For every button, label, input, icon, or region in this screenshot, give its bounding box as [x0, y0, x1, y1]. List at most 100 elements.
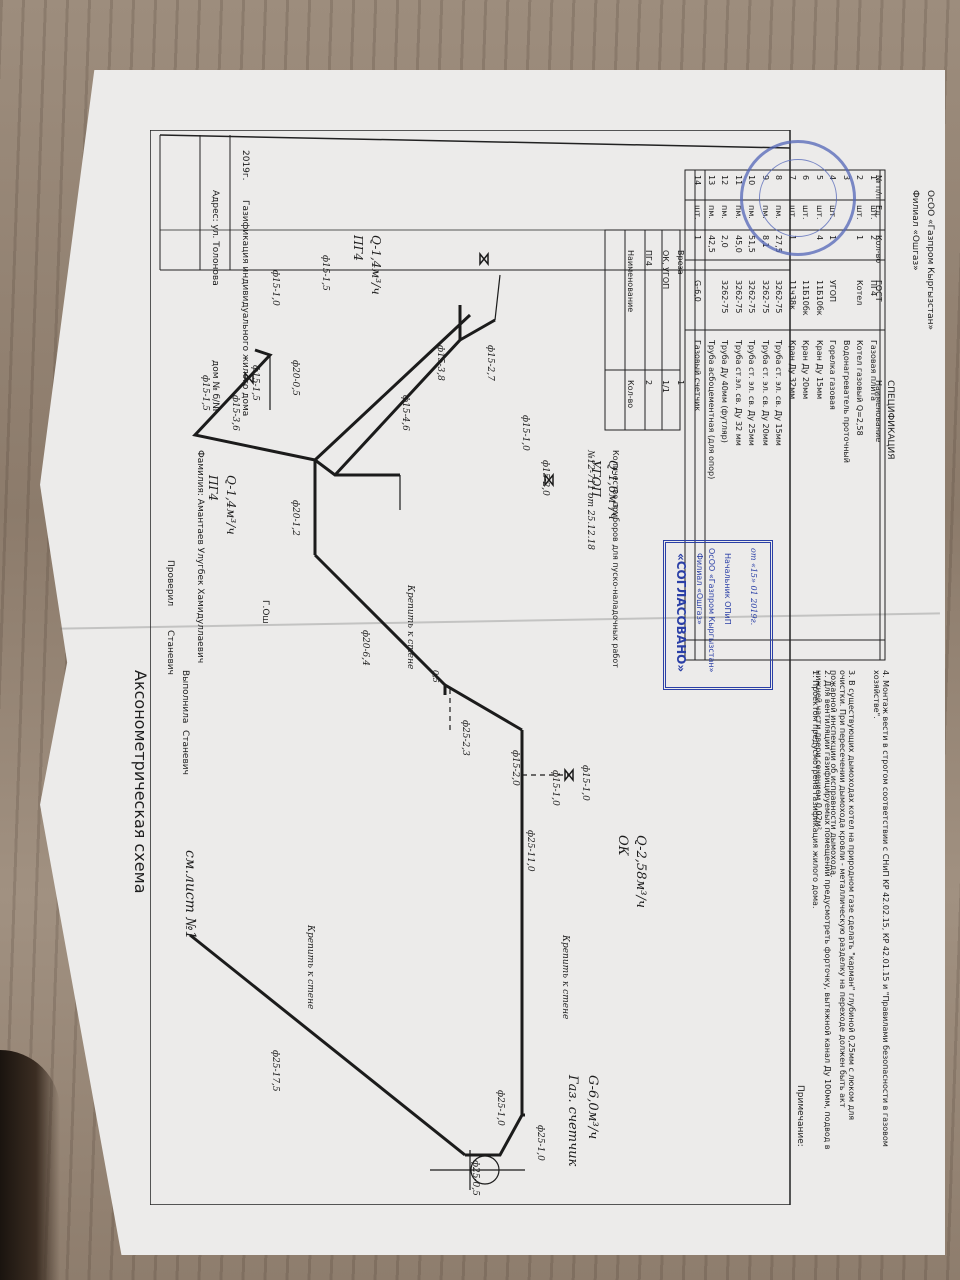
pipe-label: ф15-1,0 — [550, 770, 560, 806]
paper-sheet — [40, 70, 945, 1255]
isometric-diagram — [150, 130, 886, 1205]
round-seal — [740, 140, 856, 256]
spec-cell: Горелка газовая — [828, 340, 837, 410]
devices-row-qty: 1/1 — [661, 380, 670, 393]
spec-cell: 45,0 — [733, 235, 743, 253]
checked-by-name: Станевич — [165, 630, 175, 675]
fix-to-wall-note: Крепить к стене — [405, 585, 415, 670]
pipe-label: ф15-2,0 — [510, 750, 520, 786]
spec-cell: Кран Ду 20мм — [801, 340, 810, 400]
branch-line2: ОсОО «Газпром Кыргызстан» — [925, 190, 935, 331]
pipe-label: ф15-1,5 — [250, 365, 260, 401]
spec-cell: 3262-75 — [747, 280, 756, 314]
spec-cell: УГОП — [828, 280, 837, 303]
spec-header-unit: Ед. — [874, 205, 883, 219]
stamp-title: «СОГЛАСОВАНО» — [674, 553, 688, 673]
stamp-line: Начальник ОПиП — [723, 553, 732, 625]
spec-cell: 3262-75 — [774, 280, 783, 314]
spec-cell: Труба ст. эл. св. Ду 20мм — [760, 340, 770, 446]
pipe-label: ф15-2,7 — [485, 345, 495, 381]
spec-cell: Газовый счетчик — [693, 340, 702, 412]
spec-title: СПЕЦИФИКАЦИЯ — [885, 380, 895, 460]
approval-stamp: «СОГЛАСОВАНО» Филиал «Ошгаз» ОсОО «Газпр… — [663, 540, 773, 690]
devices-order: №12-711 от 25.12.18 — [585, 450, 595, 550]
stamp-date: от «15» 01 2019г. — [749, 548, 758, 626]
spec-cell: 2 — [855, 175, 864, 181]
devices-row-qty: 1 — [676, 380, 685, 386]
pipe-label: ф25-0,5 — [470, 1160, 480, 1196]
spec-cell: Труба ст. эл. св. Ду 15мм — [774, 340, 783, 446]
spec-cell: Кран Ду 15мм — [814, 340, 824, 400]
shadow — [0, 1050, 60, 1280]
spec-cell: 1 — [693, 235, 702, 241]
pipe-label: ф15-1,5 — [200, 375, 210, 411]
drawing-sheet: Аксонометрическая схема см.лист №1 ф25-0… — [131, 130, 940, 1205]
house-number: дом № б/№ — [210, 360, 220, 412]
pipe-label: ф25-1,0 — [535, 1125, 545, 1161]
executed-by-name: Станевич — [180, 730, 190, 775]
stove-flow: Q-1,4м³/ч — [224, 475, 238, 535]
spec-cell: шт. — [855, 205, 864, 220]
sheet-reference: см.лист №1 — [182, 850, 198, 940]
notes-heading: Примечание: — [795, 1085, 805, 1147]
fix-to-wall-note: Крепить к стене — [305, 925, 315, 1010]
spec-cell: шт. — [693, 205, 702, 220]
pipe-label: ф15-1,0 — [580, 765, 590, 801]
spec-cell: 13 — [706, 175, 716, 186]
pipe-label: ф25-11,0 — [525, 830, 535, 872]
gas-meter-label: Газ. счетчик — [565, 1075, 580, 1167]
pipe-label: ф15-1,0 — [270, 270, 280, 306]
checked-by-label: Проверил — [165, 560, 175, 607]
spec-cell: 51,5 — [747, 235, 756, 253]
spec-cell: 14 — [693, 175, 702, 186]
spec-cell: Кран Ду 32мм — [787, 340, 797, 400]
devices-row-name: ОК, УГОП — [661, 250, 670, 290]
project-year: 2019г. — [240, 150, 250, 181]
pipe-label: ф20-0,5 — [290, 360, 300, 396]
spec-cell: 2,0 — [720, 235, 729, 248]
devices-row-name: ПГ4 — [644, 250, 653, 266]
spec-cell: пм. — [706, 205, 716, 219]
devices-row-name: Вреза — [676, 250, 685, 275]
pipe-label: ф25-2,3 — [460, 720, 470, 756]
address: Адрес: ул. Толонова — [210, 190, 220, 286]
spec-cell: G-6,0 — [693, 280, 702, 302]
devices-header-name: Наименование — [626, 250, 635, 313]
pipe-label: ф20-1,2 — [290, 500, 300, 536]
spec-cell: 3262-75 — [720, 280, 729, 314]
spec-cell: 3262-75 — [733, 280, 743, 314]
spec-cell: 11Б10бк — [801, 280, 810, 316]
spec-cell: Труба Ду 40мм (футляр) — [720, 340, 729, 443]
spec-cell: 12 — [720, 175, 729, 186]
devices-caption: Количество приборов для пуско-наладочных… — [611, 450, 620, 668]
spec-header-gost: ГОСТ — [874, 280, 883, 302]
spec-header-no: № п/п — [874, 175, 883, 200]
gas-meter-flow: G-6,0м³/ч — [585, 1075, 600, 1140]
fix-to-wall-note: Крепить к стене — [560, 935, 570, 1020]
boiler-flow: Q-2,58м³/ч — [633, 835, 648, 908]
owner-name: Фамилия: Амантаев Улугбек Хамидуллаевич — [195, 450, 205, 664]
city-label: Г.Ош — [260, 600, 270, 624]
value-label: 0,5 — [431, 670, 440, 683]
pipe-label: ф15-1,0 — [520, 415, 530, 451]
spec-cell: 3262-75 — [760, 280, 770, 314]
devices-row-qty: 2 — [644, 380, 653, 386]
spec-cell: Труба ст.эл. св. Ду 32 мм — [733, 340, 743, 446]
devices-header-qty: Кол-во — [626, 380, 635, 409]
pipe-label: ф20-6,4 — [360, 630, 370, 666]
spec-cell: 42,5 — [706, 235, 716, 253]
pipe-label: ф15-4,6 — [400, 395, 410, 431]
spec-cell: пм. — [720, 205, 729, 219]
stamp-line: Филиал «Ошгаз» — [695, 553, 704, 625]
spec-cell: Котел — [855, 280, 864, 306]
pipe-label: ф15-3,6 — [230, 395, 240, 431]
pipe-label: ф15-1,5 — [320, 255, 330, 291]
spec-cell: Котел газовый Q=2,58 — [855, 340, 864, 436]
executed-by-label: Выполнила — [180, 670, 190, 724]
spec-cell: 11Б10бк — [814, 280, 824, 316]
pipe-label: ф15-3,8 — [435, 345, 445, 381]
spec-cell: 11ч38к — [787, 280, 797, 310]
note-item: 3. В существующих дымоходах котел на при… — [829, 670, 856, 1121]
branch-line1: Филиал «Ошгаз» — [910, 190, 920, 271]
spec-cell: Водонагреватель проточный — [841, 340, 851, 463]
